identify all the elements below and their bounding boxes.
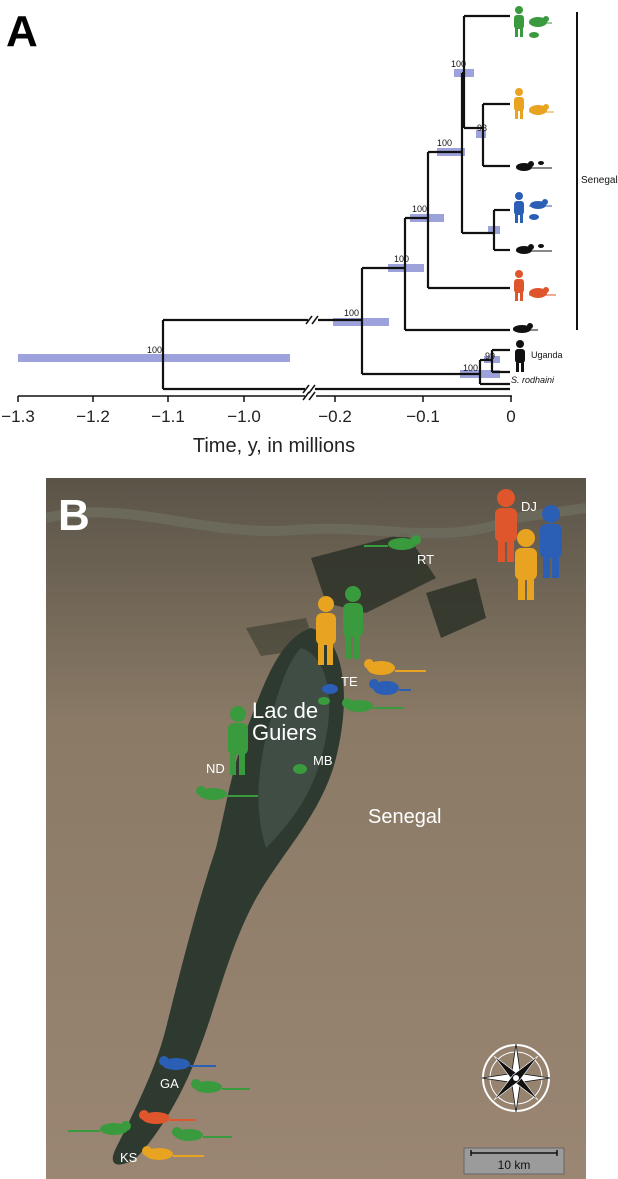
rodent-icon [529,104,554,115]
rodent-icon [529,287,556,298]
human-icon [515,529,537,600]
human-icon [515,340,525,372]
tick-label: −0.2 [318,407,352,426]
panel-b-letter: B [58,491,90,540]
rodent-figures [68,535,426,1160]
lake-label-line1: Lac de [252,698,318,723]
human-icon [495,489,517,562]
human-icon [540,505,562,578]
hpd-bar-root [18,354,290,362]
scale-bar: 10 km [463,1147,565,1175]
snail-icon [529,32,539,38]
site-label-nd: ND [206,761,225,776]
compass-rose-icon [481,1043,551,1113]
rodent-icon [529,199,552,220]
uganda-label: Uganda [531,350,563,360]
support-value: 100 [437,138,452,148]
tip-icons [513,6,556,372]
rodent-icon [516,244,552,254]
support-value: 100 [451,59,466,69]
lake-label-line2: Guiers [252,720,317,745]
tick-labels: −1.3 −1.2 −1.1 −1.0 −0.2 −0.1 0 [1,407,516,426]
human-figures [228,489,562,775]
rodent-icon [342,698,404,712]
rodent-icon [172,1127,232,1141]
map-panel: B Lac de Guiers Senegal RT DJ TE MB ND G… [46,478,586,1179]
rodent-icon [364,659,426,675]
tick-label: −0.1 [406,407,440,426]
rodent-icon [142,1146,204,1160]
time-axis [17,395,512,402]
rodent-icon [139,1110,196,1124]
support-value: 93 [477,123,487,133]
axis-title: Time, y, in millions [193,435,355,457]
tick-label: 0 [506,407,515,426]
rodent-icon [516,161,552,171]
support-values: 100 100 100 100 100 100 99 93 100 [147,59,495,373]
support-value: 99 [485,351,495,361]
site-labels: RT DJ TE MB ND GA KS [120,499,537,1165]
tick-label: −1.3 [1,407,35,426]
human-icon [514,192,524,223]
rodent-icon [529,16,552,27]
rodent-icon [318,697,330,705]
human-icon [316,596,336,665]
rodent-icon [68,1121,131,1135]
rodent-icon [196,786,258,800]
tick-label: −1.2 [76,407,110,426]
site-label-ks: KS [120,1150,138,1165]
axis-break-icon [302,315,319,401]
land-background [46,478,586,1179]
human-icon [514,6,524,37]
hpd-bar [476,130,486,138]
rodent-icon [322,684,338,694]
human-icon [514,88,524,119]
farm-fields [246,533,486,656]
lake-shallows [258,648,330,848]
rodent-icon [369,679,411,695]
outgroup-label: S. rodhaini [511,375,555,385]
senegal-river [46,503,586,539]
rodent-icon [513,323,538,333]
support-value: 100 [412,204,427,214]
site-label-mb: MB [313,753,333,768]
rodent-icon [191,1079,250,1093]
tick-label: −1.0 [227,407,261,426]
rodent-icon [364,535,421,550]
country-label: Senegal [368,806,441,828]
site-label-dj: DJ [521,499,537,514]
human-icon [228,706,248,775]
site-label-te: TE [341,674,358,689]
support-value: 100 [463,363,478,373]
phylogeny-panel: A [1,6,618,457]
scale-label: 10 km [498,1158,531,1172]
human-icon [343,586,363,659]
support-value: 100 [344,308,359,318]
rodent-icon [293,764,307,774]
tree-branches [161,14,510,391]
rodent-icon [159,1056,216,1070]
senegal-clade-label: Senegal [581,175,618,186]
site-label-rt: RT [417,552,434,567]
tick-label: −1.1 [151,407,185,426]
site-label-ga: GA [160,1076,179,1091]
human-icon [514,270,524,301]
panel-a-letter: A [6,7,38,56]
support-value: 100 [147,345,162,355]
support-value: 100 [394,254,409,264]
